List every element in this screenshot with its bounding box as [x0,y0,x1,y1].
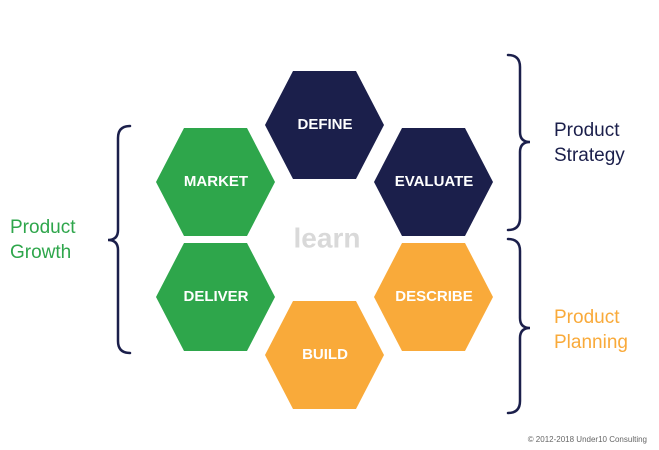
growth-bracket [107,124,132,355]
hex-describe: DESCRIBE [374,243,493,351]
hex-describe-shape [374,243,493,351]
hex-define: DEFINE [265,71,384,179]
planning-label-line1: Product [554,307,620,328]
hex-build: BUILD [265,301,384,409]
hex-evaluate-label: EVALUATE [395,173,474,190]
hex-deliver: DELIVER [156,243,275,351]
strategy-label-line1: Product [554,120,620,141]
hex-deliver-shape [156,243,275,351]
hex-market-shape [156,128,275,236]
strategy-label-line2: Strategy [554,145,625,166]
copyright-notice: © 2012-2018 Under10 Consulting [527,435,647,444]
growth-label-line1: Product [10,217,76,238]
hex-evaluate: EVALUATE [374,128,493,236]
hex-market-label: MARKET [184,173,248,190]
hex-build-shape [265,301,384,409]
planning-label-line2: Planning [554,332,628,353]
hex-deliver-label: DELIVER [183,288,248,305]
hex-define-label: DEFINE [297,116,352,133]
growth-label-line2: Growth [10,242,71,263]
hex-evaluate-shape [374,128,493,236]
hex-describe-label: DESCRIBE [395,288,473,305]
planning-bracket [506,237,531,415]
hex-market: MARKET [156,128,275,236]
hex-build-label: BUILD [302,346,348,363]
center-learn-label: learn [294,222,361,253]
strategy-bracket [506,53,531,232]
hex-define-shape [265,71,384,179]
